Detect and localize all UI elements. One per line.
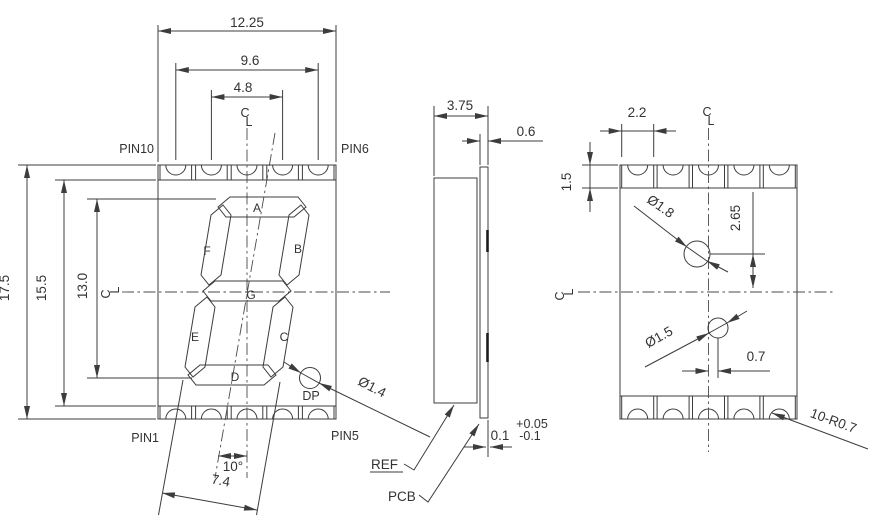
ref-leader <box>403 404 455 471</box>
pin5-label: PIN5 <box>331 429 359 443</box>
svg-text:L: L <box>246 115 253 129</box>
centerline-symbol-front-top: C L <box>240 106 252 129</box>
pad-cell <box>195 405 228 420</box>
pad-cell <box>727 164 761 189</box>
pin1-label: PIN1 <box>131 431 159 445</box>
back-view <box>578 124 869 452</box>
dim-pad-width: 2.2 <box>628 105 647 120</box>
ref-label: REF <box>371 457 398 472</box>
dim-notch-spec: 10-R0.7 <box>808 406 858 437</box>
dim-tol-minus: -0.1 <box>519 429 541 443</box>
segment-b-label: B <box>294 242 302 256</box>
segment-c-shape <box>262 296 294 378</box>
pad-cell <box>266 164 299 181</box>
pcb-label: PCB <box>388 489 416 504</box>
pad-cell <box>656 164 690 189</box>
digit-slant-centerline <box>214 132 276 479</box>
pad-cell <box>230 164 264 181</box>
pad-cell <box>159 405 193 420</box>
dp-label: DP <box>302 389 319 403</box>
side-pcb-outline <box>479 166 489 419</box>
dim-pin-span-inner: 4.8 <box>234 80 253 95</box>
side-view <box>370 106 543 503</box>
dim-body-height: 15.5 <box>34 275 49 301</box>
pad-cell <box>230 405 264 420</box>
segment-a-label: A <box>253 201 261 215</box>
back-top-pads <box>621 164 796 189</box>
pad-cell <box>727 395 761 420</box>
svg-text:L: L <box>562 288 576 295</box>
pin6-label: PIN6 <box>341 142 369 156</box>
dim-hole1-diameter: Ø1.8 <box>644 192 677 221</box>
dim-dp-diameter: Ø1.4 <box>356 374 389 401</box>
dim-slant-angle: 10° <box>223 459 243 474</box>
decimal-point-circle <box>299 367 321 389</box>
front-top-pads <box>159 164 335 181</box>
segment-g-label: G <box>246 288 255 302</box>
segment-c-label: C <box>280 330 289 344</box>
svg-text:C: C <box>240 106 249 120</box>
pad-cell <box>762 164 796 189</box>
segment-f-label: F <box>203 244 210 258</box>
pad-cell <box>195 164 228 181</box>
segment-b-shape <box>278 204 310 286</box>
dim-digit-width: 7.4 <box>210 472 232 490</box>
seven-segment-digit <box>184 196 321 389</box>
segment-d-label: D <box>231 370 240 384</box>
dim-total-height: 17.5 <box>0 275 12 301</box>
dim-hole2-offset: 0.7 <box>747 349 766 364</box>
digit-right-extension <box>256 381 281 516</box>
svg-text:C: C <box>553 291 567 300</box>
dim-tol-plus: +0.05 <box>516 417 548 431</box>
pad-cell <box>692 164 725 189</box>
dim-pin-span-outer: 9.6 <box>241 53 260 68</box>
dim-pcb-thickness: 0.6 <box>517 124 536 139</box>
side-body-outline <box>433 177 478 404</box>
pad-cell <box>159 164 193 181</box>
pin10-label: PIN10 <box>119 142 154 156</box>
pad-cell <box>621 164 655 189</box>
pad-cell <box>266 405 299 420</box>
segment-a-shape <box>217 196 307 218</box>
dim-protrusion: 0.1 <box>491 428 510 443</box>
dim-total-depth: 3.75 <box>447 98 473 113</box>
svg-text:L: L <box>708 114 715 128</box>
front-view <box>18 25 431 516</box>
segment-e-label: E <box>191 330 199 344</box>
pad-cell <box>692 395 725 420</box>
pad-cell <box>301 164 335 181</box>
dim-hole2-diameter: Ø1.5 <box>642 323 675 350</box>
pad-cell <box>301 405 335 420</box>
pad-cell <box>621 395 655 420</box>
svg-text:L: L <box>108 286 122 293</box>
pcb-leader <box>418 423 480 503</box>
segment-d-shape <box>187 364 277 386</box>
segment-g-shape <box>202 280 292 302</box>
dim-total-width: 12.25 <box>230 15 264 30</box>
front-bottom-pads <box>159 405 335 420</box>
dim-hole1-offset: 2.65 <box>728 205 743 231</box>
centerline-symbol-front-left: C L <box>99 286 122 298</box>
segment-e-shape <box>184 296 216 378</box>
centerline-symbol-back-left: C L <box>553 288 576 300</box>
svg-text:C: C <box>99 289 113 298</box>
dim-digit-height: 13.0 <box>75 273 90 299</box>
svg-text:C: C <box>702 105 711 119</box>
dim-pad-depth: 1.5 <box>559 173 574 192</box>
annotations: 12.25 9.6 4.8 17.5 15.5 13.0 7.4 10° Ø1.… <box>0 15 859 504</box>
centerline-symbol-back-top: C L <box>702 105 714 128</box>
segment-f-shape <box>200 204 232 286</box>
pad-cell <box>656 395 690 420</box>
